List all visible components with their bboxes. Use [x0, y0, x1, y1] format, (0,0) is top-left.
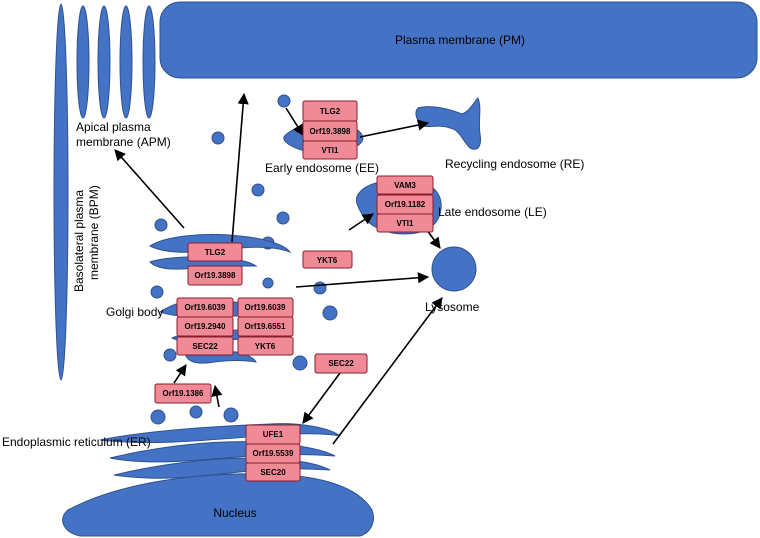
- lysosome-label: Lysosome: [425, 300, 480, 314]
- svg-text:Orf19.3898: Orf19.3898: [195, 271, 236, 280]
- snare-box-golgi-r-orf19-6039: Orf19.6039: [237, 297, 294, 318]
- snare-box-ee-tlg2: TLG2: [302, 100, 358, 122]
- svg-text:VAM3: VAM3: [394, 181, 416, 190]
- svg-text:Orf19.3898: Orf19.3898: [310, 127, 351, 136]
- er-label: Endoplasmic reticulum (ER): [2, 435, 151, 449]
- svg-text:UFE1: UFE1: [263, 430, 284, 439]
- nucleus: [62, 473, 374, 537]
- snare-box-le-orf19-1182: Orf19.1182: [376, 194, 434, 215]
- early-endosome-label: Early endosome (EE): [265, 161, 379, 175]
- arrow-golgi-to-pm: [231, 92, 249, 243]
- late-endosome-label: Late endosome (LE): [438, 205, 547, 219]
- snare-box-le-vam3: VAM3: [376, 175, 434, 195]
- svg-text:YKT6: YKT6: [255, 342, 276, 351]
- arrow-ee-to-re: [359, 119, 430, 138]
- snare-box-er-orf19-5539: Orf19.5539: [245, 443, 301, 464]
- nucleus-label: Nucleus: [213, 506, 256, 520]
- arrows: [114, 92, 443, 445]
- golgi-body-label: Golgi body: [106, 305, 163, 319]
- endoplasmic-reticulum: [99, 423, 341, 479]
- snare-box-ykt6-le: YKT6: [302, 250, 353, 269]
- apical-membrane-label-line1: Apical plasma: [76, 120, 151, 134]
- svg-text:SEC22: SEC22: [328, 359, 354, 368]
- snare-box-orf19-1386: Orf19.1386: [154, 383, 212, 404]
- snare-box-er-ufe1: UFE1: [245, 424, 301, 445]
- svg-text:TLG2: TLG2: [205, 248, 226, 257]
- snare-box-golgi-orf19-3898: Orf19.3898: [187, 265, 243, 286]
- snare-box-ee-orf19-3898: Orf19.3898: [302, 120, 358, 142]
- svg-text:Orf19.1182: Orf19.1182: [385, 200, 426, 209]
- plasma-membrane: [159, 1, 758, 79]
- svg-text:Orf19.6039: Orf19.6039: [185, 303, 226, 312]
- snare-box-golgi-l-orf19-2940: Orf19.2940: [176, 316, 234, 337]
- svg-text:TLG2: TLG2: [320, 107, 341, 116]
- snare-box-le-vti1: VTI1: [376, 213, 434, 233]
- snare-box-sec22-right: SEC22: [314, 353, 368, 374]
- svg-text:Orf19.1386: Orf19.1386: [163, 389, 204, 398]
- svg-text:Orf19.6039: Orf19.6039: [245, 303, 286, 312]
- svg-text:VTI1: VTI1: [322, 146, 339, 155]
- svg-text:Orf19.2940: Orf19.2940: [185, 322, 226, 331]
- apical-plasma-membrane: [53, 3, 156, 381]
- svg-text:SEC22: SEC22: [192, 342, 218, 351]
- svg-text:Orf19.6551: Orf19.6551: [245, 322, 286, 331]
- arrow-golgi-to-lysosome: [295, 272, 430, 288]
- svg-text:Orf19.5539: Orf19.5539: [253, 449, 294, 458]
- arrow-er-to-golgi-left: [173, 364, 187, 384]
- basolateral-membrane-label-line1: Basolateral plasma: [72, 190, 86, 292]
- arrow-golgi-to-apm: [114, 149, 185, 229]
- plasma-membrane-label: Plasma membrane (PM): [395, 33, 525, 47]
- arrow-ee-to-le: [348, 213, 374, 231]
- snare-box-er-sec20: SEC20: [245, 462, 301, 482]
- snare-box-golgi-l-sec22: SEC22: [176, 336, 234, 356]
- snare-box-golgi-l-orf19-6039: Orf19.6039: [176, 297, 234, 318]
- recycling-endosome-label: Recycling endosome (RE): [445, 157, 584, 171]
- svg-text:SEC20: SEC20: [260, 468, 286, 477]
- snare-box-golgi-r-orf19-6551: Orf19.6551: [237, 316, 294, 337]
- arrow-golgi-to-er: [302, 372, 341, 424]
- snare-box-golgi-tlg2: TLG2: [187, 242, 243, 262]
- basolateral-membrane-label-line2: membrane (BPM): [87, 185, 101, 280]
- arrow-to-ee: [285, 107, 304, 136]
- arrow-er-to-lysosome: [332, 297, 443, 445]
- snare-box-golgi-r-ykt6: YKT6: [237, 336, 294, 356]
- lysosome: [431, 246, 477, 292]
- apical-membrane-label-line2: membrane (APM): [76, 135, 171, 149]
- svg-text:VTI1: VTI1: [397, 219, 414, 228]
- snare-box-ee-vti1: VTI1: [302, 140, 358, 160]
- arrow-er-to-golgi-right: [211, 384, 223, 408]
- svg-text:YKT6: YKT6: [317, 256, 338, 265]
- er-vesicles: [150, 405, 239, 425]
